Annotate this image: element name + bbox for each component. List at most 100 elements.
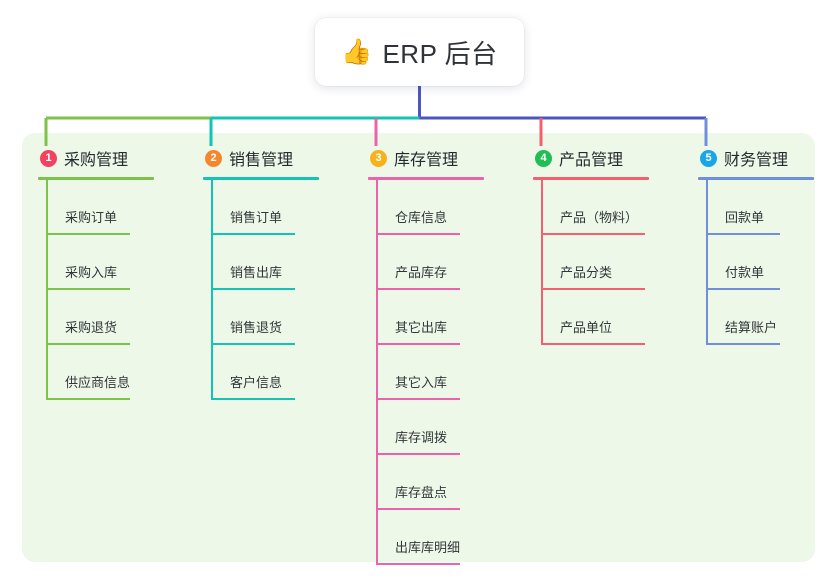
branch-spine [541,180,543,345]
branch-child-underline [376,233,460,235]
branch-column-2: 2 销售管理销售订单销售出库销售退货客户信息 [203,145,319,400]
branch-child-item[interactable]: 其它入库 [368,345,484,400]
branch-number-badge: 5 [700,149,717,167]
branch-title: 库存管理 [394,152,459,169]
branch-spine [706,180,708,345]
branch-number-badge: 1 [40,149,57,167]
branch-child-label: 库存盘点 [395,485,448,500]
branch-underline [368,177,484,180]
branch-header-3[interactable]: 3 库存管理 [368,145,484,171]
branch-child-label: 产品分类 [560,265,613,280]
branch-underline [203,177,319,180]
branch-child-item[interactable]: 出库库明细 [368,510,484,565]
branch-child-item[interactable]: 结算账户 [698,290,814,345]
branch-child-label: 销售退货 [230,320,283,335]
branch-child-label: 客户信息 [230,375,283,390]
branch-child-item[interactable]: 销售出库 [203,235,319,290]
branch-child-underline [376,288,460,290]
branch-child-underline [46,288,130,290]
thumbs-up-icon: 👍 [341,37,373,66]
branch-child-item[interactable]: 仓库信息 [368,180,484,235]
branch-spine [211,180,213,400]
branch-child-label: 产品单位 [560,320,613,335]
branch-underline [698,177,814,180]
branch-child-label: 产品库存 [395,265,448,280]
branch-child-label: 付款单 [725,265,765,280]
branch-number-badge: 2 [205,149,222,167]
branch-children: 采购订单采购入库采购退货供应商信息 [38,180,154,400]
branch-child-item[interactable]: 产品分类 [533,235,649,290]
branch-child-underline [706,233,780,235]
branch-child-item[interactable]: 回款单 [698,180,814,235]
branch-child-label: 结算账户 [725,320,778,335]
branch-child-label: 销售订单 [230,210,283,225]
branch-child-label: 采购订单 [65,210,118,225]
branch-child-underline [706,288,780,290]
branch-child-underline [706,343,780,345]
branch-child-item[interactable]: 库存盘点 [368,455,484,510]
branch-underline [38,177,154,180]
branch-child-item[interactable]: 供应商信息 [38,345,154,400]
branch-child-underline [211,288,295,290]
branch-child-item[interactable]: 客户信息 [203,345,319,400]
branch-title: 销售管理 [229,152,294,169]
branch-title: 产品管理 [559,152,624,169]
branch-child-underline [46,398,130,400]
branch-spine [46,180,48,400]
branch-children: 回款单付款单结算账户 [698,180,814,345]
branch-child-item[interactable]: 采购入库 [38,235,154,290]
branch-child-item[interactable]: 采购退货 [38,290,154,345]
branch-child-underline [46,343,130,345]
branch-child-label: 回款单 [725,210,765,225]
branch-child-label: 供应商信息 [65,375,131,390]
branch-column-3: 3 库存管理仓库信息产品库存其它出库其它入库库存调拨库存盘点出库库明细 [368,145,484,565]
branch-children: 销售订单销售出库销售退货客户信息 [203,180,319,400]
branch-child-item[interactable]: 其它出库 [368,290,484,345]
branch-child-underline [376,398,460,400]
branch-child-underline [211,233,295,235]
branch-child-item[interactable]: 产品库存 [368,235,484,290]
branch-child-underline [211,398,295,400]
branch-child-item[interactable]: 销售退货 [203,290,319,345]
branch-child-label: 销售出库 [230,265,283,280]
branch-child-underline [211,343,295,345]
branch-child-underline [46,233,130,235]
branch-underline [533,177,649,180]
branch-child-item[interactable]: 采购订单 [38,180,154,235]
branch-child-underline [541,343,645,345]
branch-child-label: 产品（物料） [560,210,639,225]
branch-child-label: 仓库信息 [395,210,448,225]
branch-child-underline [376,453,460,455]
branch-column-4: 4 产品管理产品（物料） 产品分类产品单位 [533,145,649,345]
branch-child-label: 采购入库 [65,265,118,280]
branch-child-underline [541,233,645,235]
branch-child-label: 其它出库 [395,320,448,335]
branch-child-item[interactable]: 库存调拨 [368,400,484,455]
branch-child-underline [376,343,460,345]
branch-child-underline [376,508,460,510]
branch-child-item[interactable]: 销售订单 [203,180,319,235]
root-node[interactable]: 👍 ERP 后台 [315,18,524,86]
branch-child-item[interactable]: 产品（物料） [533,180,649,235]
branch-header-2[interactable]: 2 销售管理 [203,145,319,171]
branch-child-label: 其它入库 [395,375,448,390]
branch-child-label: 库存调拨 [395,430,448,445]
branch-spine [376,180,378,565]
branch-child-underline [376,563,460,565]
branch-title: 采购管理 [64,152,129,169]
branch-child-item[interactable]: 产品单位 [533,290,649,345]
branch-number-badge: 3 [370,149,387,167]
branch-child-label: 采购退货 [65,320,118,335]
content-panel [22,133,815,562]
branch-header-1[interactable]: 1 采购管理 [38,145,154,171]
branch-child-item[interactable]: 付款单 [698,235,814,290]
branch-number-badge: 4 [535,149,552,167]
branch-header-4[interactable]: 4 产品管理 [533,145,649,171]
branch-child-underline [541,288,645,290]
branch-column-1: 1 采购管理采购订单采购入库采购退货供应商信息 [38,145,154,400]
branch-children: 产品（物料） 产品分类产品单位 [533,180,649,345]
branch-child-label: 出库库明细 [395,540,461,555]
